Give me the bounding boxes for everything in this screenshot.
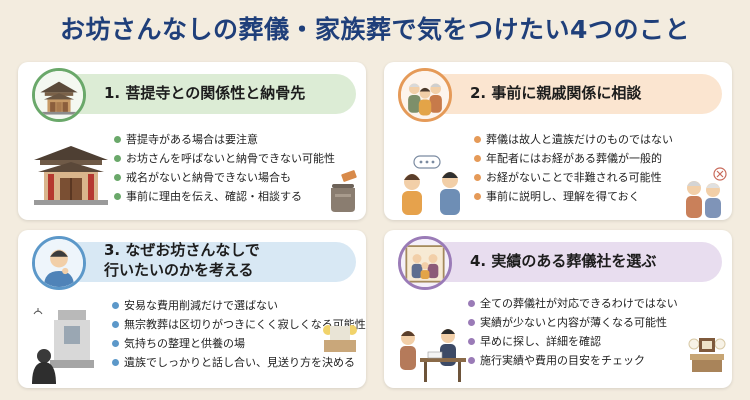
family-group-icon — [398, 68, 452, 122]
elderly-couple-illustration — [682, 166, 728, 218]
list-item: 年配者にはお経がある葬儀が一般的 — [474, 149, 673, 168]
list-item: 安易な費用削減だけで選ばない — [112, 296, 366, 315]
list-item: 菩提寺がある場合は要注意 — [114, 130, 335, 149]
temple-gate-illustration — [32, 142, 110, 210]
card-funeral-company: 4. 実績のある葬儀社を選ぶ 全ての葬儀社が対応できるわけではない 実績が少ない… — [384, 230, 732, 388]
card-title: 4. 実績のある葬儀社を選ぶ — [470, 252, 657, 270]
meeting-desk-illustration — [394, 314, 466, 386]
card-header-band — [404, 242, 722, 282]
card-title: 1. 菩提寺との関係性と納骨先 — [104, 84, 306, 102]
list-item: お経がないことで非難される可能性 — [474, 168, 673, 187]
list-item: 戒名がないと納骨できない場合も — [114, 168, 335, 187]
list-item: 施行実績や費用の目安をチェック — [468, 351, 678, 370]
checklist: 安易な費用削減だけで選ばない 無宗教葬は区切りがつきにくく寂しくなる可能性 気持… — [112, 296, 366, 372]
checklist: 菩提寺がある場合は要注意 お坊さんを呼ばないと納骨できない可能性 戒名がないと納… — [114, 130, 335, 206]
checklist: 全ての葬儀社が対応できるわけではない 実績が少ないと内容が薄くなる可能性 早めに… — [468, 294, 678, 370]
card-title: 3. なぜお坊さんなしで 行いたいのかを考える — [104, 240, 260, 280]
list-item: 気持ちの整理と供養の場 — [112, 334, 366, 353]
temple-icon — [32, 68, 86, 122]
list-item: 実績が少ないと内容が薄くなる可能性 — [468, 313, 678, 332]
list-item: 遺族でしっかりと話し合い、見送り方を決める — [112, 353, 366, 372]
checklist: 葬儀は故人と遺族だけのものではない 年配者にはお経がある葬儀が一般的 お経がない… — [474, 130, 673, 206]
list-item: 葬儀は故人と遺族だけのものではない — [474, 130, 673, 149]
family-portrait-icon — [398, 236, 452, 290]
card-header-band — [38, 242, 356, 282]
card-bodaiji: 1. 菩提寺との関係性と納骨先 菩提寺がある場合は要注意 お坊さんを呼ばないと納… — [18, 62, 366, 220]
card-relatives: 2. 事前に親戚関係に相談 葬儀は故人と遺族だけのものではない 年配者にはお経が… — [384, 62, 732, 220]
flower-altar-illustration — [320, 322, 360, 356]
card-title-line1: 3. なぜお坊さんなしで — [104, 241, 260, 259]
list-item: 事前に説明し、理解を得ておく — [474, 187, 673, 206]
list-item: 早めに探し、詳細を確認 — [468, 332, 678, 351]
consulting-couple-illustration — [394, 154, 474, 216]
altar-mourner-illustration — [28, 304, 110, 384]
thinking-person-icon — [32, 236, 86, 290]
list-item: 無宗教葬は区切りがつきにくく寂しくなる可能性 — [112, 315, 366, 334]
funeral-altar-illustration — [688, 334, 726, 374]
card-reason: 3. なぜお坊さんなしで 行いたいのかを考える 安易な費用削減だけで選ばない 無… — [18, 230, 366, 388]
card-title: 2. 事前に親戚関係に相談 — [470, 84, 642, 102]
card-header-band — [404, 74, 722, 114]
urn-illustration — [324, 170, 360, 214]
card-header-band — [38, 74, 356, 114]
page-title: お坊さんなしの葬儀・家族葬で気をつけたい4つのこと — [60, 15, 690, 44]
list-item: お坊さんを呼ばないと納骨できない可能性 — [114, 149, 335, 168]
card-title-line2: 行いたいのかを考える — [104, 261, 254, 279]
list-item: 全ての葬儀社が対応できるわけではない — [468, 294, 678, 313]
list-item: 事前に理由を伝え、確認・相談する — [114, 187, 335, 206]
